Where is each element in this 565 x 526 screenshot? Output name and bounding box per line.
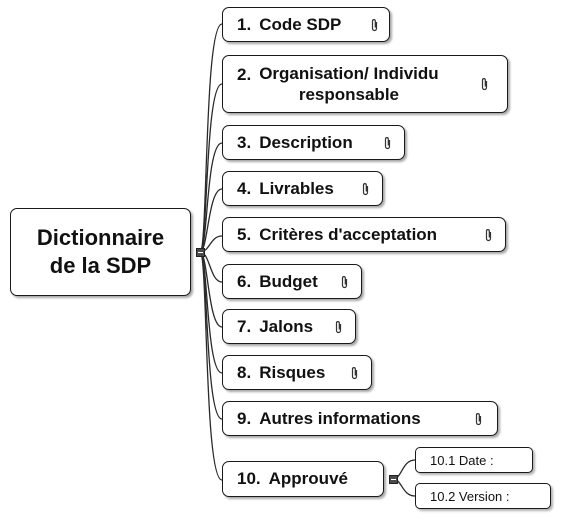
paperclip-icon[interactable] xyxy=(480,77,489,91)
branch-node-4[interactable]: 4. Livrables xyxy=(222,171,383,206)
sub-node-date[interactable]: 10.1 Date : xyxy=(415,447,533,473)
branch-label: Autres informations xyxy=(259,408,421,428)
branch-number: 4. xyxy=(237,178,252,198)
branch-node-1[interactable]: 1. Code SDP xyxy=(222,7,390,42)
branch-label: Code SDP xyxy=(259,14,342,34)
paperclip-icon[interactable] xyxy=(383,136,392,150)
branch-number: 6. xyxy=(237,271,252,291)
branch-label: Livrables xyxy=(259,178,334,198)
branch-label: Jalons xyxy=(259,316,314,336)
branch-node-2[interactable]: 2. Organisation/ Individu responsable xyxy=(222,55,508,113)
branch-node-6[interactable]: 6. Budget xyxy=(222,264,362,299)
paperclip-icon[interactable] xyxy=(370,18,379,32)
branch-number: 3. xyxy=(237,132,252,152)
branch-label: Description xyxy=(259,132,353,152)
branch-node-9[interactable]: 9. Autres informations xyxy=(222,401,498,436)
branch-number: 10. xyxy=(237,469,261,488)
sub-node-label: 10.1 Date : xyxy=(430,452,494,468)
branch-label: Critères d'acceptation xyxy=(259,224,438,244)
paperclip-icon[interactable] xyxy=(340,275,349,289)
branch-number: 5. xyxy=(237,224,252,244)
branch-number: 8. xyxy=(237,362,252,382)
root-node[interactable]: Dictionnaire de la SDP xyxy=(10,208,191,296)
paperclip-icon[interactable] xyxy=(350,366,359,380)
root-title-line2: de la SDP xyxy=(49,253,152,278)
branch-label-line2: responsable xyxy=(298,85,399,104)
sub-node-label: 10.2 Version : xyxy=(430,488,510,504)
branch-node-10[interactable]: 10. Approuvé xyxy=(222,461,384,497)
branch-node-3[interactable]: 3. Description xyxy=(222,125,405,160)
branch-label-line1: Organisation/ Individu xyxy=(259,64,439,83)
branch-number: 2. xyxy=(237,65,252,84)
branch-label: Budget xyxy=(259,271,318,291)
sub-node-version[interactable]: 10.2 Version : xyxy=(415,483,551,509)
branch-label: Approuvé xyxy=(268,469,348,488)
root-title-line1: Dictionnaire xyxy=(36,225,165,250)
paperclip-icon[interactable] xyxy=(334,320,343,334)
branch-number: 1. xyxy=(237,14,252,34)
root-collapse-toggle-icon[interactable] xyxy=(196,248,205,257)
branch-node-7[interactable]: 7. Jalons xyxy=(222,309,356,344)
paperclip-icon[interactable] xyxy=(474,412,483,426)
branch-node-5[interactable]: 5. Critères d'acceptation xyxy=(222,217,506,252)
branch-10-collapse-toggle-icon[interactable] xyxy=(389,475,398,484)
branch-label: Risques xyxy=(259,362,326,382)
branch-number: 9. xyxy=(237,408,252,428)
branch-node-8[interactable]: 8. Risques xyxy=(222,355,372,390)
branch-number: 7. xyxy=(237,316,252,336)
paperclip-icon[interactable] xyxy=(361,182,370,196)
paperclip-icon[interactable] xyxy=(484,228,493,242)
